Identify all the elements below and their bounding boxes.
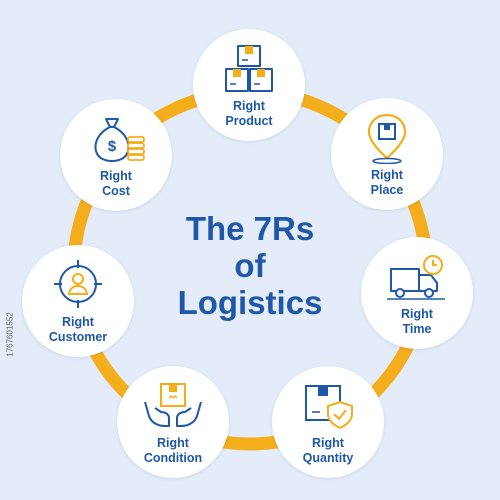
node-label: Right Product — [193, 99, 305, 129]
node-label: Right Customer — [22, 315, 134, 345]
stacked-boxes-icon — [225, 45, 273, 92]
node-label: Right Place — [331, 168, 443, 198]
node-label-line-1: Right — [157, 436, 189, 450]
node-right-time: Right Time — [361, 237, 473, 349]
title-line-3: Logistics — [177, 284, 323, 321]
node-label-line-1: Right — [62, 315, 94, 329]
node-label-line-2: Quantity — [302, 451, 354, 465]
svg-text:$: $ — [108, 138, 117, 155]
node-right-quantity: Right Quantity — [272, 366, 384, 478]
node-label-line-2: Time — [402, 322, 432, 336]
money-bag-coins-icon: $ — [94, 118, 145, 163]
title-line-2: of — [234, 247, 266, 284]
node-label: Right Condition — [117, 436, 229, 466]
node-label-line-2: Product — [225, 114, 273, 128]
node-label-line-1: Right — [100, 169, 132, 183]
node-label-line-2: Condition — [143, 451, 203, 465]
node-label-line-1: Right — [312, 436, 344, 450]
node-label-line-2: Customer — [48, 330, 108, 344]
node-label: Right Time — [361, 307, 473, 337]
location-pin-box-icon — [367, 113, 407, 164]
node-label-line-2: Cost — [102, 184, 130, 198]
node-right-condition: Right Condition — [117, 366, 229, 478]
node-label-line-2: Place — [370, 183, 404, 197]
image-id-text: 1767601552 — [5, 312, 15, 357]
diagram-title: The 7Rs of Logistics — [140, 210, 360, 321]
customer-target-icon — [54, 260, 102, 308]
delivery-truck-clock-icon — [387, 255, 445, 300]
node-right-product: Right Product — [193, 29, 305, 141]
node-label: Right Quantity — [272, 436, 384, 466]
node-label-line-1: Right — [371, 168, 403, 182]
hands-holding-box-icon — [144, 383, 202, 427]
node-label-line-1: Right — [401, 307, 433, 321]
node-right-customer: Right Customer — [22, 245, 134, 357]
node-label-line-1: Right — [233, 99, 265, 113]
title-line-1: The 7Rs — [185, 210, 315, 247]
node-right-cost: $ Right Cost — [60, 99, 172, 211]
node-right-place: Right Place — [331, 98, 443, 210]
box-shield-check-icon — [305, 385, 353, 430]
node-label: Right Cost — [60, 169, 172, 199]
